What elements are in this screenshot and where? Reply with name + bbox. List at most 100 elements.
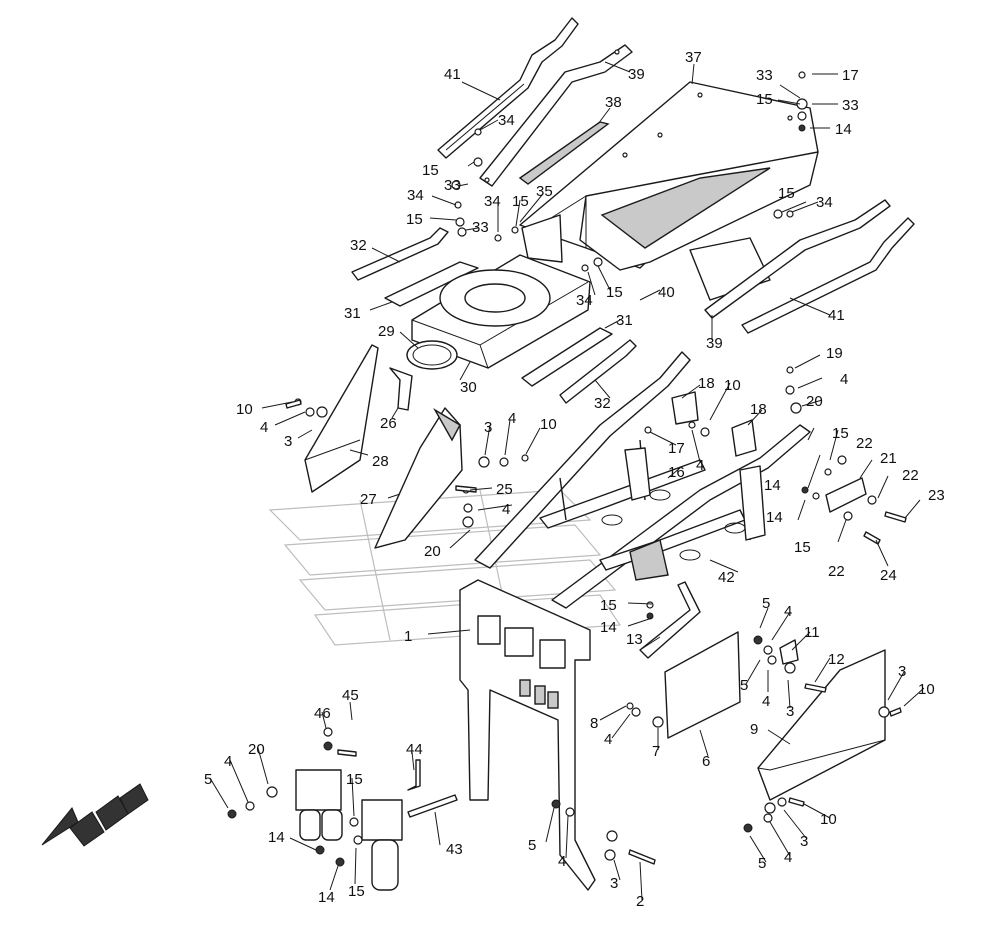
- callout: 20: [248, 741, 265, 758]
- callout: 5: [528, 837, 536, 854]
- callout: 9: [750, 721, 758, 738]
- callout: 15: [778, 185, 795, 202]
- callout-labels: 41 39 37 33 17 15 33 14 34 38 15 33 15 3…: [204, 49, 945, 910]
- callout: 7: [652, 743, 660, 760]
- callout: 20: [806, 393, 823, 410]
- bracket-part-21: [825, 477, 867, 513]
- rail-right-part-41: [741, 217, 915, 334]
- callout: 15: [600, 597, 617, 614]
- callout: 32: [594, 395, 611, 412]
- callout: 14: [318, 889, 335, 906]
- callout: 14: [764, 477, 781, 494]
- side-panel-part-28: [304, 344, 379, 493]
- callout: 23: [928, 487, 945, 504]
- strip-left-part-39: [479, 44, 633, 187]
- base-plate-part-30: [411, 254, 591, 369]
- callout: 28: [372, 453, 389, 470]
- leader-lines: [209, 61, 925, 901]
- callout: 4: [502, 501, 510, 518]
- rail-left-part-41: [437, 17, 579, 159]
- callout: 31: [616, 312, 633, 329]
- side-panel-part-27: [374, 407, 463, 549]
- callout: 3: [284, 433, 292, 450]
- callout: 25: [496, 481, 513, 498]
- callout: 5: [762, 595, 770, 612]
- callout: 18: [698, 375, 715, 392]
- callout: 33: [842, 97, 859, 114]
- callout: 46: [314, 705, 331, 722]
- callout: 33: [756, 67, 773, 84]
- bolt-part-43: [407, 794, 458, 818]
- callout: 15: [348, 883, 365, 900]
- callout: 5: [758, 855, 766, 872]
- callout: 4: [558, 853, 566, 870]
- callout: 31: [344, 305, 361, 322]
- bracket-part-35: [521, 214, 563, 263]
- callout: 10: [918, 681, 935, 698]
- callout: 39: [628, 66, 645, 83]
- callout: 33: [444, 177, 461, 194]
- callout: 10: [540, 416, 557, 433]
- callout: 15: [406, 211, 423, 228]
- callout: 30: [460, 379, 477, 396]
- callout: 16: [668, 464, 685, 481]
- main-cover-part-37: [519, 81, 819, 271]
- callout: 35: [536, 183, 553, 200]
- callout: 15: [794, 539, 811, 556]
- callout: 34: [407, 187, 424, 204]
- callout: 39: [706, 335, 723, 352]
- callout: 34: [498, 112, 515, 129]
- callout: 4: [784, 603, 792, 620]
- callout: 15: [606, 284, 623, 301]
- callout: 3: [786, 703, 794, 720]
- callout: 22: [828, 563, 845, 580]
- strip-part-38: [518, 121, 610, 185]
- callout: 42: [718, 569, 735, 586]
- callout: 4: [604, 731, 612, 748]
- rail-part-32-lower: [559, 339, 637, 404]
- callout: 14: [835, 121, 852, 138]
- strip-part-31-upper: [384, 261, 479, 307]
- callout: 34: [816, 194, 833, 211]
- callout: 29: [378, 323, 395, 340]
- callout: 17: [668, 440, 685, 457]
- callout: 2: [636, 893, 644, 910]
- callout: 4: [696, 457, 704, 474]
- front-frame-part-1: [459, 579, 596, 891]
- hardware: [227, 71, 907, 867]
- bolt-part-44: [407, 759, 421, 791]
- callout: 14: [600, 619, 617, 636]
- strip-part-31-lower: [521, 327, 613, 387]
- plate-right-part-40: [689, 237, 771, 301]
- callout: 41: [444, 66, 461, 83]
- bracket-part-13: [639, 581, 701, 659]
- callout: 18: [750, 401, 767, 418]
- callout: 4: [260, 419, 268, 436]
- callout: 24: [880, 567, 897, 584]
- callout: 4: [784, 849, 792, 866]
- callout: 5: [204, 771, 212, 788]
- callout: 32: [350, 237, 367, 254]
- callout: 3: [898, 663, 906, 680]
- callout: 11: [804, 624, 820, 641]
- bracket-part-26: [389, 367, 413, 411]
- callout: 34: [484, 193, 501, 210]
- callout: 19: [826, 345, 843, 362]
- chassis-frame: [474, 351, 811, 609]
- callout: 21: [880, 450, 897, 467]
- side-panel-part-9: [757, 649, 886, 801]
- callout: 10: [236, 401, 253, 418]
- callout: 14: [766, 509, 783, 526]
- callout: 43: [446, 841, 463, 858]
- callout: 13: [626, 631, 643, 648]
- filter-assembly-right: [361, 799, 403, 891]
- callout: 17: [842, 67, 859, 84]
- callout: 15: [832, 425, 849, 442]
- callout: 40: [658, 284, 675, 301]
- callout: 15: [512, 193, 529, 210]
- callout: 1: [404, 628, 412, 645]
- callout: 4: [224, 753, 232, 770]
- callout: 6: [702, 753, 710, 770]
